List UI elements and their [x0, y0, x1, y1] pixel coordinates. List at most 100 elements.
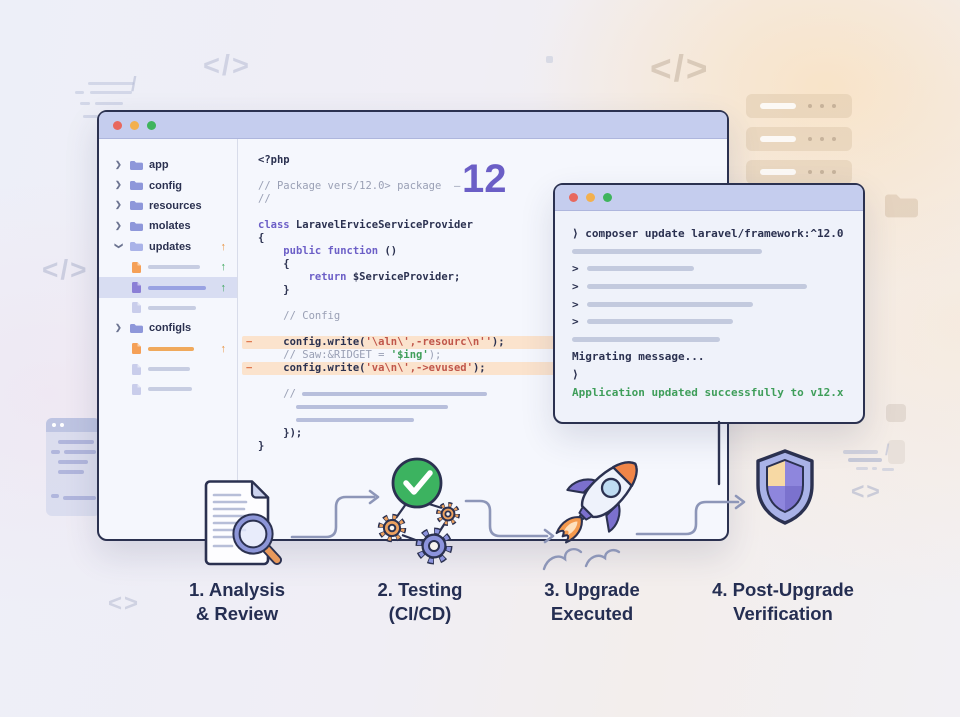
code-line: //: [258, 193, 271, 205]
decor-code-icon-top: </>: [203, 50, 251, 82]
terminal-line: >: [572, 295, 863, 313]
chevron-icon: ❯: [115, 180, 122, 190]
decor-code-lines-right: /: [843, 442, 903, 476]
code-line: // Saw:&RIDGET = '$ing');: [258, 349, 442, 361]
code-line: [258, 401, 727, 414]
close-button-icon[interactable]: [113, 120, 122, 130]
chevron-icon: ❯: [115, 200, 122, 210]
upgrade-arrow-icon: ↑: [220, 281, 227, 294]
code-line: }: [258, 284, 290, 296]
folder-icon: [130, 181, 143, 191]
gear-orange-left: [377, 513, 407, 543]
tree-item-resources[interactable]: ❯ resources: [99, 196, 237, 216]
terminal-titlebar: [555, 185, 863, 211]
minimize-button-icon[interactable]: [130, 120, 139, 130]
tree-item-file[interactable]: ↑: [99, 257, 237, 277]
tree-item-label: configls: [149, 322, 192, 335]
gear-orange-right: [436, 502, 460, 526]
decor-code-icon-topright: </>: [650, 48, 710, 89]
code-line: class LaravelErviceServiceProvider: [258, 219, 473, 231]
folder-icon: [130, 201, 143, 211]
code-line: [258, 414, 727, 427]
shield-icon: [756, 449, 814, 525]
decor-server-racks: [746, 94, 852, 193]
maximize-button-icon[interactable]: [147, 120, 156, 130]
tree-item-config[interactable]: ❯ config: [99, 175, 237, 195]
code-pane: <?php// Package vers/12.0> package —//cl…: [238, 139, 727, 539]
folder-icon: [130, 242, 143, 252]
code-line: //: [258, 388, 727, 401]
terminal-line: >: [572, 278, 863, 296]
folder-icon: [130, 323, 143, 333]
file-name-placeholder: [148, 346, 194, 351]
decor-slash: /: [885, 442, 892, 459]
terminal-line: ⟩: [572, 368, 579, 382]
file-icon: [132, 282, 141, 294]
file-name-placeholder: [148, 285, 206, 290]
folder-icon: [130, 160, 143, 170]
step-label-1: 1. Analysis& Review: [189, 579, 285, 624]
decor-folder-icon: [885, 194, 919, 218]
upgrade-arrow-icon: ↑: [220, 240, 227, 253]
decor-code-lines-topleft: /: [73, 74, 163, 138]
tree-item-molates[interactable]: ❯ molates: [99, 216, 237, 236]
chevron-icon: ❯: [115, 220, 122, 230]
decor-slash: /: [131, 74, 139, 96]
code-line: − config.write('\aln\',-resourc\n'');: [242, 336, 570, 349]
terminal-line: >: [572, 313, 863, 331]
decor-browser-card: [46, 418, 100, 516]
file-name-placeholder: [148, 387, 192, 392]
tree-item-configls[interactable]: ❯ configls: [99, 318, 237, 338]
terminal-output: ⟩ composer update laravel/framework:^12.…: [555, 211, 863, 401]
tree-item-file[interactable]: ↑: [99, 277, 237, 298]
editor-titlebar: [99, 112, 727, 139]
terminal-window: ⟩ composer update laravel/framework:^12.…: [553, 183, 865, 424]
rocket-icon: [542, 461, 638, 571]
maximize-button-icon[interactable]: [603, 193, 612, 202]
code-line: }: [258, 440, 265, 452]
minimize-button-icon[interactable]: [586, 193, 595, 202]
file-icon: [132, 383, 141, 395]
terminal-line: [572, 331, 863, 349]
tree-item-app[interactable]: ❯app: [99, 155, 237, 175]
decor-angle-icon-right: <>: [851, 478, 882, 504]
code-line: {: [258, 232, 265, 244]
folder-icon: [130, 221, 143, 231]
code-line: return $ServiceProvider;: [308, 271, 461, 283]
upgrade-arrow-icon: ↑: [220, 261, 227, 274]
terminal-line: [572, 243, 863, 261]
decor-angle-icon-bottom: <>: [108, 590, 141, 617]
tree-item-file[interactable]: ↑: [99, 339, 237, 359]
code-line: // Package vers/12.0> package —: [258, 180, 461, 192]
upgrade-arrow-icon: ↑: [220, 342, 227, 355]
code-line: // Config: [258, 310, 341, 322]
tree-item-label: molates: [149, 220, 191, 233]
code-lines: <?php// Package vers/12.0> package —//cl…: [242, 154, 727, 453]
step-label-2: 2. Testing(CI/CD): [377, 579, 463, 624]
decor-page-icon: [888, 440, 905, 464]
tree-item-file[interactable]: [99, 298, 237, 318]
file-name-placeholder: [148, 367, 190, 372]
tree-item-label: config: [149, 179, 182, 192]
tree-item-updates[interactable]: ❯updates↑: [99, 237, 237, 257]
terminal-line: >: [572, 260, 863, 278]
file-icon: [132, 261, 141, 273]
tree-item-label: resources: [149, 199, 202, 212]
chevron-icon: ❯: [115, 159, 122, 169]
file-name-placeholder: [148, 265, 200, 270]
terminal-line: ⟩ composer update laravel/framework:^12.…: [572, 227, 844, 241]
file-icon: [132, 302, 141, 314]
removed-line-marker: −: [246, 336, 253, 348]
tree-item-file[interactable]: [99, 379, 237, 399]
close-button-icon[interactable]: [569, 193, 578, 202]
check-gears-icon: [377, 457, 460, 565]
tree-item-file[interactable]: [99, 359, 237, 379]
file-icon: [132, 343, 141, 355]
code-line: });: [258, 427, 303, 439]
chevron-icon: ❯: [115, 322, 122, 332]
code-line: <?php: [258, 154, 290, 166]
file-name-placeholder: [148, 305, 196, 310]
